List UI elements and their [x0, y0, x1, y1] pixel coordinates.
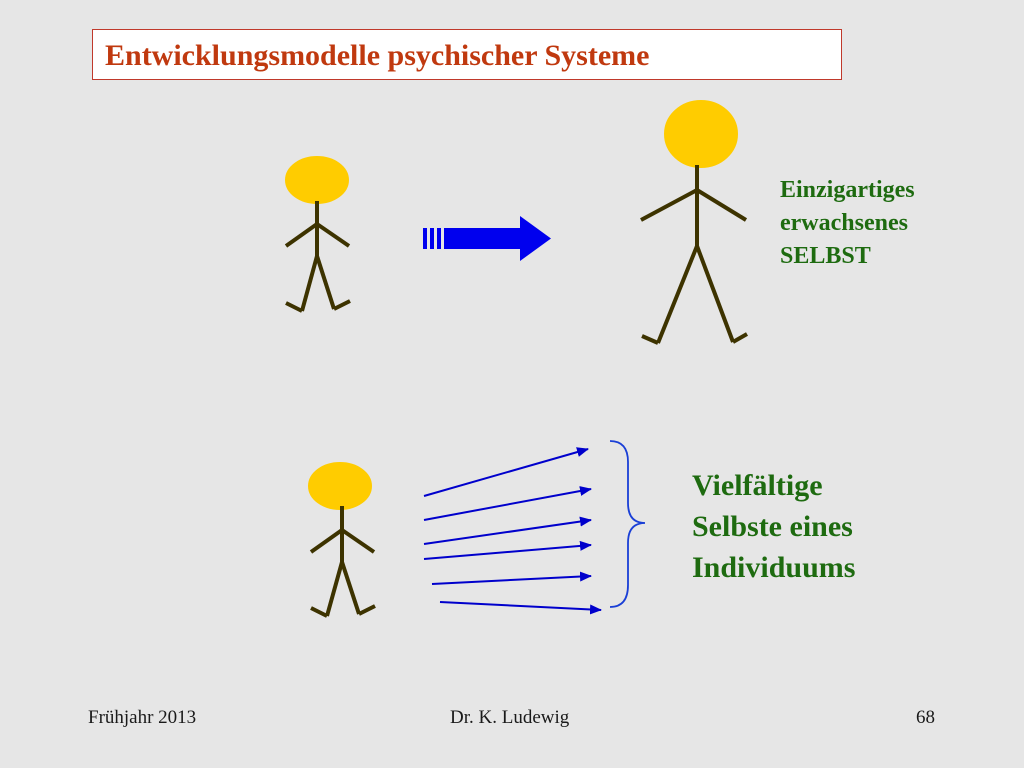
adult-leg-left [656, 245, 699, 344]
adult-head [664, 100, 738, 168]
child-figure-top [284, 156, 351, 313]
child-foot-left-bottom [310, 606, 328, 618]
self-arrow-4 [423, 540, 592, 560]
multiple-label-line-3: Individuums [692, 551, 856, 584]
unique-label-line-2: erwachsenes [780, 210, 908, 236]
development-arrow [423, 216, 551, 261]
footer-date: Frühjahr 2013 [88, 707, 197, 728]
arrow-tail-bar-3 [437, 228, 441, 249]
child-arm-right-bottom [340, 528, 376, 554]
child-arm-left-bottom [309, 528, 344, 554]
adult-arm-right [695, 188, 748, 222]
footer-author: Dr. K. Ludewig [450, 707, 570, 728]
child-head-bottom [308, 462, 372, 510]
title-box: Entwicklungsmodelle psychischer Systeme [92, 29, 842, 80]
adult-leg-right [695, 245, 735, 343]
arrow-tail-bar-1 [423, 228, 427, 249]
arrow-body [444, 216, 551, 261]
curly-brace [609, 440, 646, 608]
multiple-label-line-1: Vielfältige [692, 469, 823, 502]
child-foot-right-top [333, 299, 351, 311]
child-foot-left-top [285, 301, 303, 313]
adult-arm-left [640, 188, 698, 222]
multiple-selves-arrows [423, 447, 602, 615]
self-arrow-3 [423, 516, 592, 545]
adult-foot-right [732, 332, 748, 344]
self-arrow-1 [423, 447, 589, 497]
unique-label-line-1: Einzigartiges [780, 177, 915, 203]
arrow-tail-bar-2 [430, 228, 434, 249]
self-arrow-6 [439, 601, 602, 615]
child-leg-right-bottom [340, 561, 361, 615]
child-arm-right-top [315, 222, 351, 248]
child-foot-right-bottom [358, 604, 376, 616]
unique-label-line-3: SELBST [780, 243, 871, 269]
child-arm-left-top [284, 222, 319, 248]
multiple-selves-label: Vielfältige Selbste eines Individuums [692, 465, 855, 588]
page-title: Entwicklungsmodelle psychischer Systeme [105, 39, 650, 72]
self-arrow-2 [423, 486, 592, 521]
multiple-label-line-2: Selbste eines [692, 510, 853, 543]
child-leg-right-top [315, 255, 336, 310]
child-leg-left-bottom [325, 561, 344, 617]
unique-adult-self-label: Einzigartiges erwachsenes SELBST [780, 174, 915, 273]
child-leg-left-top [300, 255, 319, 312]
footer-slide-number: 68 [916, 707, 935, 728]
self-arrow-5 [431, 571, 592, 585]
adult-foot-left [641, 334, 659, 345]
child-figure-bottom [308, 462, 376, 618]
child-head-top [285, 156, 349, 204]
adult-figure [640, 100, 748, 345]
